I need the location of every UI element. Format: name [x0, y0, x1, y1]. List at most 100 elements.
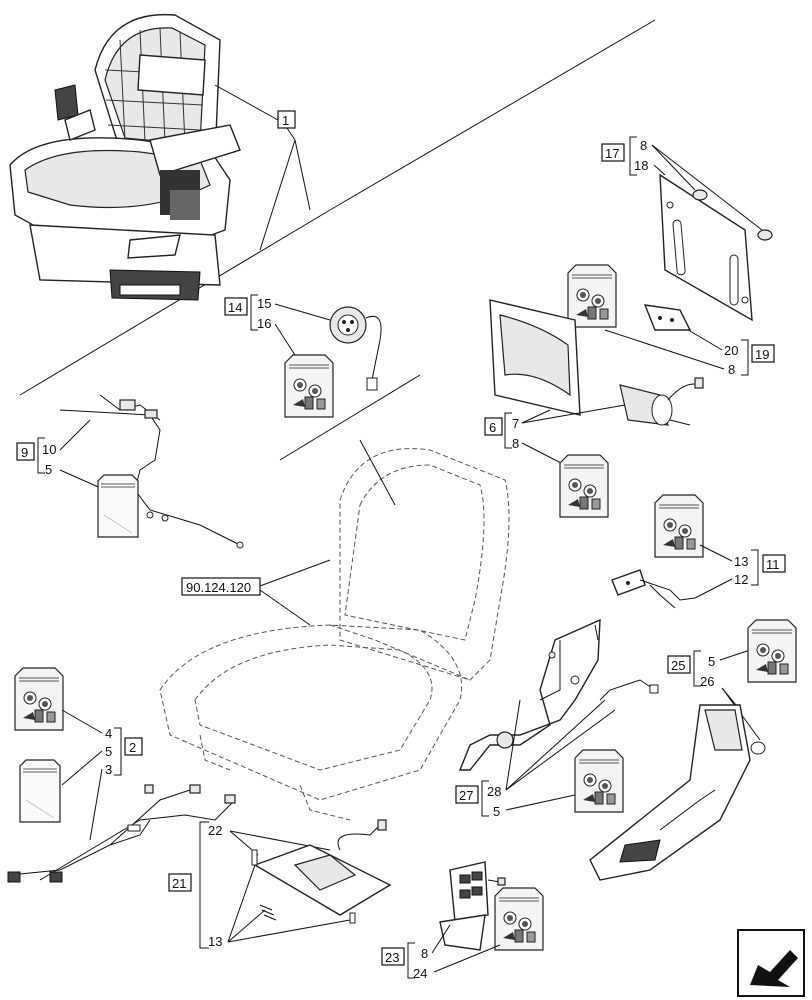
item-11-13: 13: [734, 554, 748, 569]
leader-21-13c: [227, 919, 351, 943]
item-17-8: 8: [640, 138, 647, 153]
leader-17-8a: [651, 144, 696, 191]
leader-23-8: [431, 924, 451, 954]
leader-21-13a: [227, 864, 256, 943]
item-11-12: 12: [734, 572, 748, 587]
seat-frame-bracket-drawing: [458, 618, 659, 771]
bracket-9: [37, 437, 45, 474]
divider-line-left: [19, 209, 331, 396]
item-25-5: 5: [708, 654, 715, 669]
callout-box-14: [224, 297, 248, 316]
item-21-13: 13: [208, 934, 222, 949]
callout-label-19: 19: [755, 347, 769, 362]
item-17-18: 18: [634, 158, 648, 173]
bracket-14: [250, 294, 258, 331]
leader-27-28c: [505, 709, 616, 791]
next-page-arrow-icon[interactable]: [737, 929, 805, 997]
leader-1a: [214, 84, 279, 121]
wiring-harness-9-drawing: [59, 394, 244, 549]
bracket-11: [751, 549, 759, 586]
armrest-console-drawing: [589, 704, 766, 881]
bracket-2: [114, 727, 122, 776]
item-9-10: 10: [42, 442, 56, 457]
leader-ref-c: [359, 439, 396, 506]
leader-14-16: [274, 323, 296, 356]
callout-box-25: [667, 655, 691, 674]
leader-17-18: [653, 164, 666, 176]
item-23-24: 24: [413, 966, 427, 981]
item-19-8: 8: [728, 362, 735, 377]
callout-label-17: 17: [605, 146, 619, 161]
reference-box: [181, 577, 261, 596]
callout-box-21: [168, 873, 192, 892]
leader-6-7b: [521, 404, 626, 424]
callout-box-19: [751, 344, 775, 363]
item-25-26: 26: [700, 674, 714, 689]
leader-6-7a: [521, 409, 551, 424]
parts-bag-icon-25: [747, 619, 797, 683]
leader-1b: [294, 139, 311, 211]
item-2-5: 5: [105, 744, 112, 759]
callout-label-6: 6: [489, 420, 496, 435]
control-panel-23-drawing: [439, 861, 506, 951]
callout-box-27: [455, 785, 479, 804]
bracket-21: [199, 821, 209, 949]
parts-bag-plain-icon: [97, 474, 139, 538]
leader-1c: [259, 139, 296, 251]
item-6-8: 8: [512, 436, 519, 451]
wiring-harness-2-drawing: [7, 784, 236, 883]
parts-bag-plain-icon-2: [19, 759, 61, 823]
divider-line-right: [329, 19, 656, 211]
callout-label-27: 27: [459, 788, 473, 803]
leader-21-13b: [227, 909, 266, 943]
leader-ref-b: [259, 589, 311, 626]
callout-label-1: 1: [282, 113, 289, 128]
bracket-6: [504, 412, 512, 449]
item-6-7: 7: [512, 416, 519, 431]
leader-11-12: [694, 578, 733, 599]
leader-6-8: [521, 442, 566, 466]
bracket-part-19-drawing: [643, 304, 692, 331]
pocket-panel-drawing: [489, 299, 581, 416]
item-14-16: 16: [257, 316, 271, 331]
parts-bag-icon-6: [559, 454, 609, 518]
bracket-19: [741, 339, 749, 376]
parts-bag-icon-11: [654, 494, 704, 558]
leader-ref-a: [259, 559, 331, 587]
callout-label-9: 9: [21, 445, 28, 460]
leader-25-5: [719, 649, 751, 661]
bracket-23: [407, 942, 415, 979]
leader-27-5: [505, 794, 576, 811]
leader-2-3: [89, 768, 103, 841]
callout-box-9: [16, 442, 35, 461]
item-27-5: 5: [493, 804, 500, 819]
leader-11-13: [699, 544, 733, 562]
mounting-plate-drawing: [659, 173, 773, 322]
leader-2-4: [61, 709, 103, 734]
callout-box-2: [124, 737, 143, 756]
callout-label-23: 23: [385, 950, 399, 965]
callout-label-25: 25: [671, 658, 685, 673]
leader-19-8: [604, 329, 725, 370]
leader-9-10: [59, 419, 91, 451]
parts-bag-icon-27: [574, 749, 624, 813]
callout-label-14: 14: [228, 300, 242, 315]
callout-box-6: [484, 417, 503, 436]
switch-plate-21-drawing: [251, 819, 392, 924]
item-9-5: 5: [45, 462, 52, 477]
speaker-drawing: [329, 306, 382, 391]
parts-bag-icon-19: [567, 264, 617, 328]
callout-label-21: 21: [172, 876, 186, 891]
item-2-3: 3: [105, 762, 112, 777]
callout-box-23: [381, 947, 405, 966]
callout-box-17: [601, 143, 625, 162]
reference-label: 90.124.120: [186, 580, 251, 595]
complete-seat-drawing: [9, 13, 241, 301]
item-21-22: 22: [208, 823, 222, 838]
leader-14-15: [274, 303, 331, 321]
callout-box-11: [762, 554, 786, 573]
divider-line-center: [279, 374, 421, 461]
bracket-27: [481, 780, 489, 817]
parts-bag-icon-2: [14, 667, 64, 731]
